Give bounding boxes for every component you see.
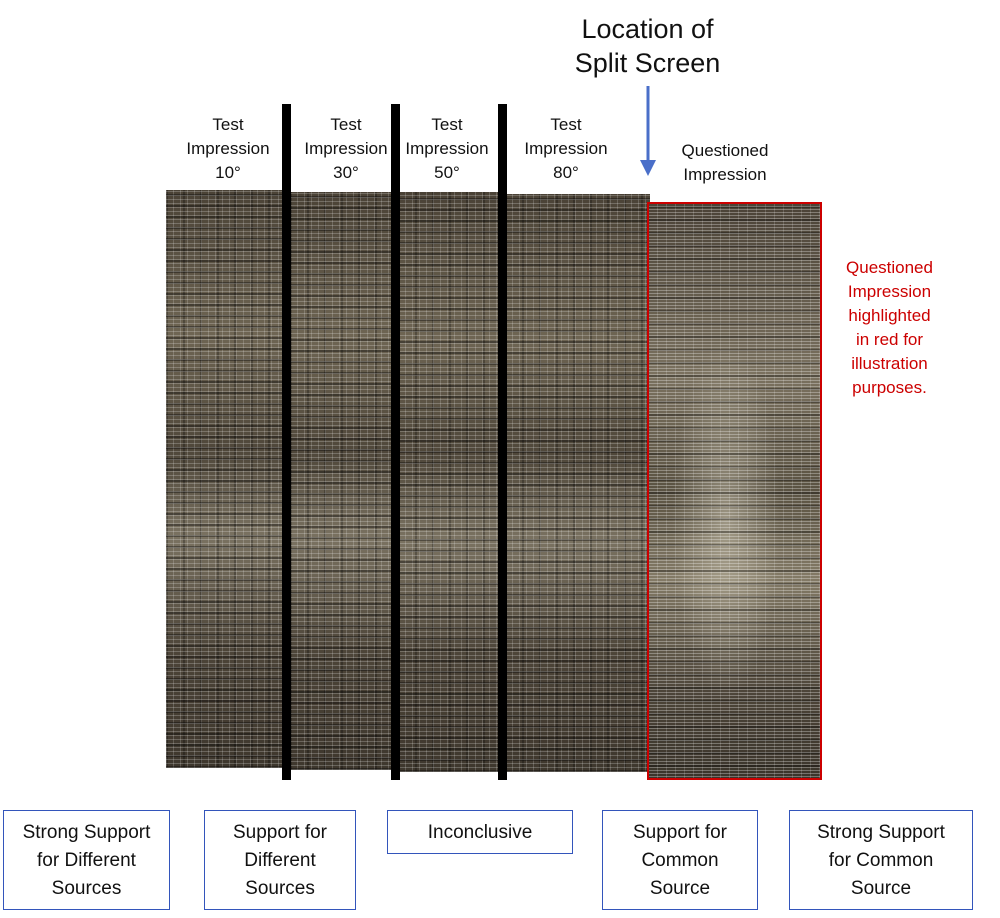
highlight-note: Questioned Impression highlighted in red… (846, 258, 933, 397)
scale-box-strong-different: Strong Support for Different Sources (3, 810, 170, 910)
test-impression-50-image (398, 192, 502, 772)
scale-box-support-common: Support for Common Source (602, 810, 758, 910)
impression-label-30: Test Impression 30° (304, 115, 388, 182)
divider-bar (498, 104, 507, 780)
questioned-impression-image (648, 202, 822, 780)
impression-label-50: Test Impression 50° (405, 115, 489, 182)
divider-bar (282, 104, 291, 780)
test-impression-10-image (166, 190, 286, 768)
questioned-impression-highlight (647, 202, 822, 780)
scale-box-support-different: Support for Different Sources (204, 810, 356, 910)
split-screen-title: Location of Split Screen (574, 14, 721, 78)
scale-box-inconclusive: Inconclusive (387, 810, 573, 854)
test-impression-80-image (505, 194, 650, 772)
questioned-impression-label: Questioned Impression (681, 141, 769, 184)
impression-label-80: Test Impression 80° (524, 115, 608, 182)
impression-label-10: Test Impression 10° (186, 115, 270, 182)
split-screen-arrow-icon (640, 86, 656, 176)
scale-box-strong-common: Strong Support for Common Source (789, 810, 973, 910)
divider-bar (391, 104, 400, 780)
test-impression-30-image (290, 192, 394, 770)
